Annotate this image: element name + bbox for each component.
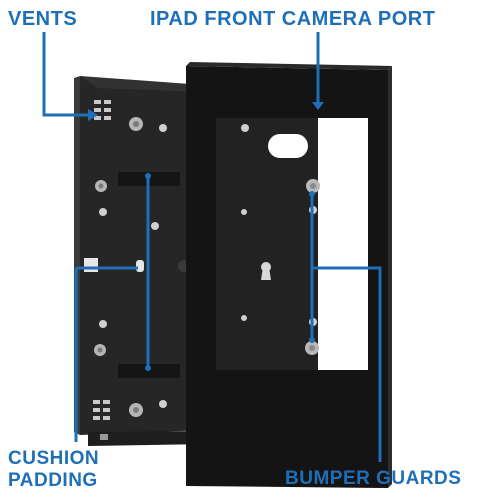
cushion-pad-bottom bbox=[118, 364, 180, 378]
vent-slot-icon bbox=[104, 116, 111, 120]
cushion-padding-label-line2: PADDING bbox=[8, 470, 98, 491]
keyhole-slot-icon bbox=[261, 262, 271, 280]
vent-slot-icon bbox=[94, 108, 101, 112]
screw-icon bbox=[99, 208, 107, 216]
screw-icon bbox=[241, 209, 247, 215]
screen-cutout bbox=[318, 118, 368, 370]
vents-leader bbox=[42, 32, 88, 117]
vents-label: VENTS bbox=[8, 8, 78, 30]
arrowhead bbox=[312, 102, 324, 110]
cushion-latch bbox=[84, 258, 98, 272]
callout-arrowheads bbox=[88, 102, 324, 371]
vent-slot-icon bbox=[94, 116, 101, 120]
cushion-padding-label-line1: CUSHION bbox=[8, 448, 100, 469]
screw-icon bbox=[241, 315, 247, 321]
screw-icon bbox=[159, 124, 167, 132]
rail-slot bbox=[100, 434, 108, 440]
back-plate-screws bbox=[94, 117, 190, 417]
vent-slot-icon bbox=[93, 416, 100, 420]
arrowhead bbox=[145, 173, 151, 179]
bumper-leader-down bbox=[312, 266, 382, 462]
front-frame bbox=[186, 62, 392, 488]
vent-slot-icon bbox=[93, 400, 100, 404]
vent-slot-icon bbox=[103, 408, 110, 412]
front-camera-port-label: IPAD FRONT CAMERA PORT bbox=[150, 8, 436, 30]
arrowhead bbox=[309, 191, 315, 197]
back-plate-left-face bbox=[80, 76, 205, 435]
screw-icon bbox=[99, 320, 107, 328]
arrowhead bbox=[145, 365, 151, 371]
camera-port bbox=[268, 134, 308, 158]
screw-icon bbox=[159, 400, 167, 408]
vent-slots bbox=[93, 100, 111, 420]
vent-slot-icon bbox=[103, 400, 110, 404]
vent-slot-icon bbox=[93, 408, 100, 412]
back-plate-top-edge bbox=[80, 76, 205, 92]
screw-icon bbox=[241, 124, 249, 132]
vent-slot-icon bbox=[94, 100, 101, 104]
inner-panel bbox=[216, 118, 318, 370]
bumper-guards-label: BUMPER GUARDS bbox=[285, 468, 462, 489]
arrowhead bbox=[88, 109, 98, 121]
callout-lines bbox=[42, 32, 382, 462]
front-frame-right-edge bbox=[388, 66, 392, 488]
front-frame-top-edge bbox=[186, 62, 392, 70]
cushion-padding-label: CUSHION PADDING bbox=[8, 448, 99, 492]
arrowhead bbox=[309, 337, 315, 343]
vent-slot-icon bbox=[104, 100, 111, 104]
vent-slot-icon bbox=[104, 108, 111, 112]
cushion-latch bbox=[136, 260, 144, 272]
screw-icon bbox=[151, 222, 159, 230]
vent-slot-icon bbox=[103, 416, 110, 420]
